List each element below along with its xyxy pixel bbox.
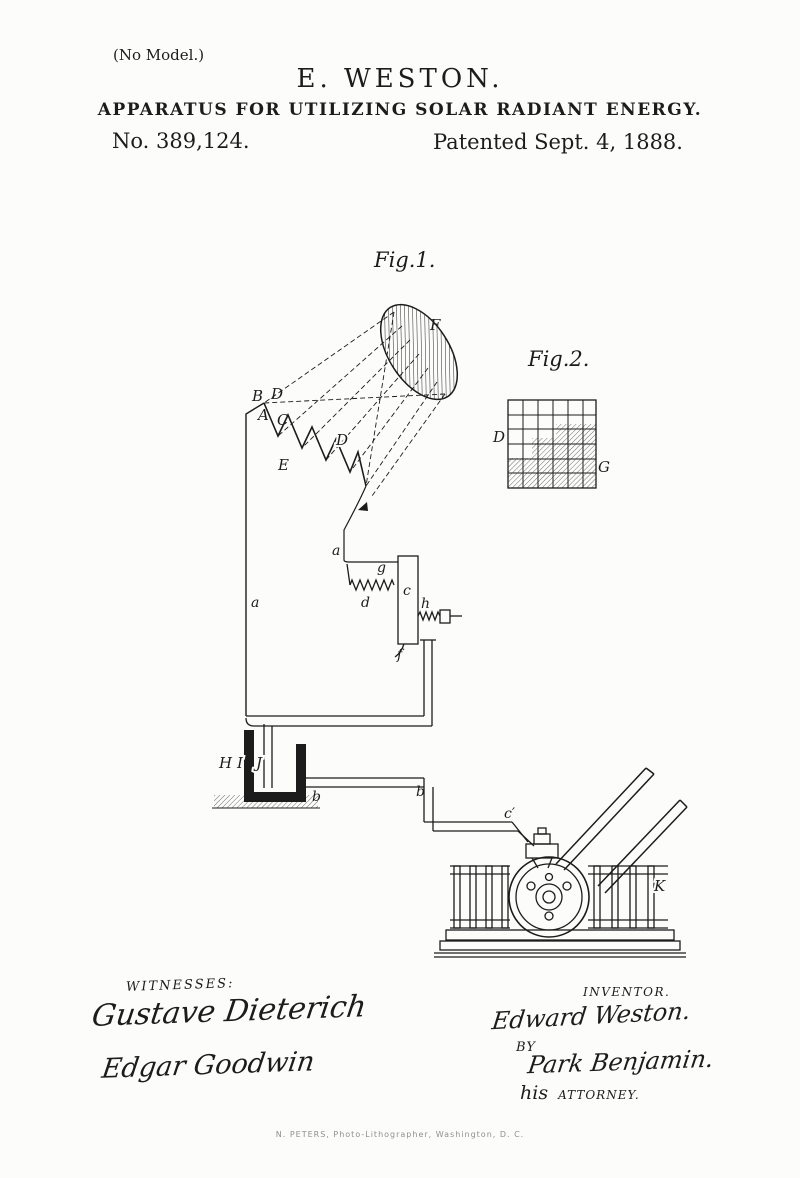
part-label-A: A [256, 406, 269, 424]
by-label: BY [516, 1040, 536, 1055]
part-label-D2: D [335, 431, 348, 449]
part-label-a2: a [332, 543, 340, 559]
fig2-label: Fig.2. [527, 347, 589, 371]
inventor-name-heading: E. WESTON. [296, 64, 504, 94]
part-label-E: E [277, 456, 289, 474]
part-label-F: F [429, 316, 441, 334]
circuit-wire-left [245, 402, 265, 716]
his-label: his [520, 1082, 549, 1104]
light-rays [263, 311, 446, 497]
patent-number: No. 389,124. [112, 129, 250, 153]
attorney-line: his ATTORNEY. [520, 1082, 640, 1104]
part-label-B: B [251, 387, 263, 405]
part-label-f: f [396, 647, 405, 663]
part-label-c: c [403, 583, 411, 599]
part-label-a1: a [251, 595, 259, 611]
part-label-G: G [598, 458, 610, 476]
liquid-vessel [212, 730, 320, 809]
patent-title: APPARATUS FOR UTILIZING SOLAR RADIANT EN… [97, 100, 703, 120]
fig2-grid [507, 399, 597, 489]
part-label-D1: D [270, 385, 283, 403]
part-labels: F B D A C D E a a g c d h f H I J b b c′… [218, 316, 668, 897]
motor-assembly [434, 767, 688, 958]
regulator-device [343, 555, 462, 658]
connecting-pipes [245, 640, 535, 847]
lithographer-imprint: N. PETERS, Photo-Lithographer, Washingto… [275, 1130, 525, 1139]
solar-reflector-funnel [379, 303, 459, 401]
part-label-b1: b [312, 789, 321, 805]
part-label-H: H [218, 754, 233, 772]
fig1-label: Fig.1. [373, 248, 435, 272]
patent-date: Patented Sept. 4, 1888. [433, 130, 683, 154]
part-label-I: I [236, 754, 244, 772]
part-label-K: K [653, 877, 666, 895]
part-label-h: h [421, 596, 430, 612]
part-label-d: d [361, 595, 370, 611]
part-label-C: C [277, 411, 289, 429]
inventor-heading: INVENTOR. [583, 985, 671, 999]
thermopile-zigzag [263, 402, 368, 560]
no-model-note: (No Model.) [113, 46, 205, 64]
part-label-g: g [377, 560, 386, 576]
part-label-b2: b [416, 784, 425, 800]
part-label-c-prime: c′ [504, 806, 516, 822]
attorney-label: ATTORNEY. [558, 1088, 640, 1102]
part-label-D3: D [492, 428, 505, 446]
part-label-J: J [253, 754, 263, 772]
